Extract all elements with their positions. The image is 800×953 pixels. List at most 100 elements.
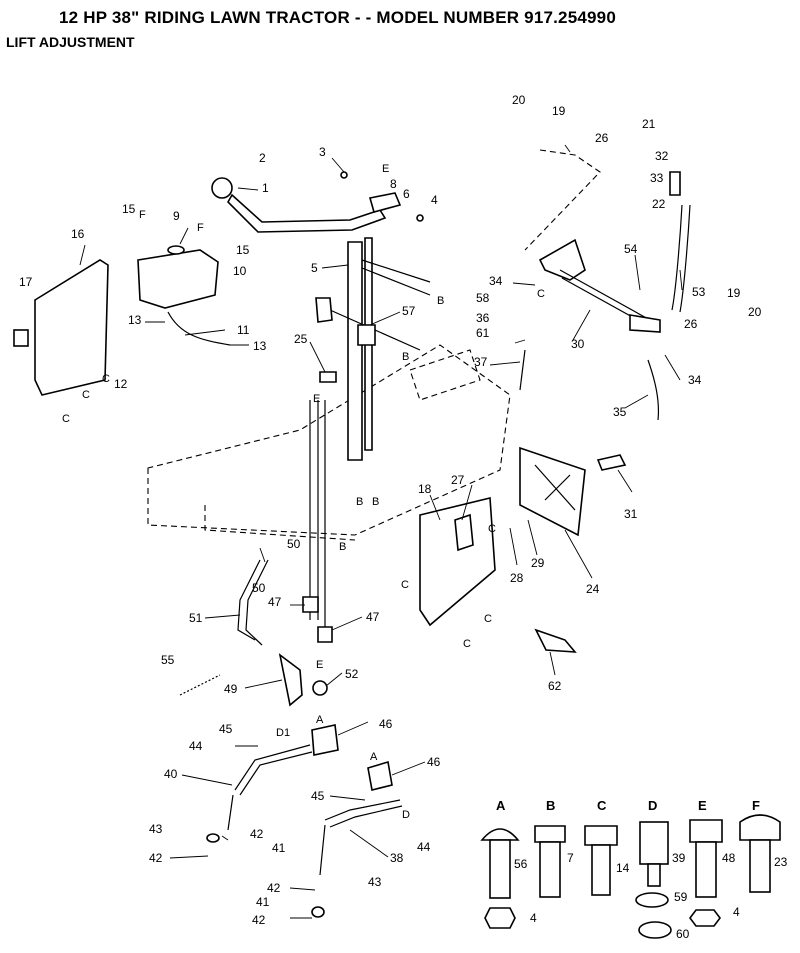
callout-44b: 44 — [417, 840, 431, 854]
ref-letter-b: B — [437, 295, 444, 307]
callout-13a: 13 — [128, 313, 142, 327]
callout-50a: 50 — [287, 537, 301, 551]
callout-51: 51 — [189, 611, 203, 625]
callout-5: 5 — [311, 261, 318, 275]
hardware-part-23: 23 — [774, 855, 788, 869]
callout-28: 28 — [510, 571, 524, 585]
callout-4: 4 — [431, 193, 438, 207]
callout-6: 6 — [403, 187, 410, 201]
callout-61: 61 — [476, 326, 490, 340]
ref-letter-f: F — [197, 222, 204, 234]
callout-33: 33 — [650, 171, 664, 185]
callout-26b: 26 — [684, 317, 698, 331]
lever-knob — [211, 177, 233, 199]
callout-54: 54 — [624, 242, 638, 256]
callout-18: 18 — [418, 482, 432, 496]
callout-41a: 41 — [272, 841, 286, 855]
callout-10: 10 — [233, 264, 247, 278]
callout-29: 29 — [531, 556, 545, 570]
callout-1: 1 — [262, 181, 269, 195]
side-panel — [13, 259, 109, 396]
hardware-part-14: 14 — [616, 861, 630, 875]
callout-35: 35 — [613, 405, 627, 419]
callout-22: 22 — [652, 197, 666, 211]
ref-letter-b: B — [356, 496, 363, 508]
ref-letter-c: C — [488, 523, 496, 535]
ref-letter-e: E — [382, 163, 389, 175]
ref-letter-e: E — [316, 659, 323, 671]
page-subtitle: LIFT ADJUSTMENT — [6, 34, 135, 50]
ref-letter-e: E — [313, 393, 320, 405]
reference-letters: E E E F F B B B B B C C C C C C C C A A … — [62, 163, 545, 821]
callout-24: 24 — [586, 582, 600, 596]
hardware-part-48: 48 — [722, 851, 736, 865]
callout-45b: 45 — [311, 789, 325, 803]
lift-arm-assembly — [519, 149, 691, 421]
callout-15a: 15 — [122, 202, 136, 216]
callout-52: 52 — [345, 667, 359, 681]
callout-43b: 43 — [368, 875, 382, 889]
callout-30: 30 — [571, 337, 585, 351]
leader-lines — [79, 144, 683, 919]
callout-31: 31 — [624, 507, 638, 521]
callout-41b: 41 — [256, 895, 270, 909]
hardware-header-b: B — [546, 798, 555, 813]
callout-58: 58 — [476, 291, 490, 305]
ref-letter-c: C — [463, 638, 471, 650]
ref-letter-c: C — [401, 579, 409, 591]
callout-16: 16 — [71, 227, 85, 241]
callout-12: 12 — [114, 377, 128, 391]
page-header: 12 HP 38" RIDING LAWN TRACTOR - - MODEL … — [0, 0, 800, 60]
callout-13b: 13 — [253, 339, 267, 353]
callout-32: 32 — [655, 149, 669, 163]
callout-46b: 46 — [427, 755, 441, 769]
ref-letter-c: C — [484, 613, 492, 625]
callout-50b: 50 — [252, 581, 266, 595]
hardware-header-d: D — [648, 798, 657, 813]
fuel-tank — [137, 245, 231, 346]
hardware-key-labels: A B C D E F 56 7 14 39 48 23 4 4 59 60 — [496, 798, 788, 941]
callout-57: 57 — [402, 304, 416, 318]
mounting-plate — [419, 446, 627, 653]
callout-47a: 47 — [268, 595, 282, 609]
hardware-header-f: F — [752, 798, 760, 813]
callout-26a: 26 — [595, 131, 609, 145]
callout-34b: 34 — [688, 373, 702, 387]
callout-20b: 20 — [748, 305, 762, 319]
hardware-header-a: A — [496, 798, 506, 813]
callout-8: 8 — [390, 177, 397, 191]
ref-letter-c: C — [537, 288, 545, 300]
ref-letter-a: A — [316, 714, 324, 726]
hardware-washer-59: 59 — [674, 890, 688, 904]
lift-arms-bottom — [206, 724, 403, 918]
callout-42b: 42 — [149, 851, 163, 865]
callout-36: 36 — [476, 311, 490, 325]
callout-46a: 46 — [379, 717, 393, 731]
lift-lever — [227, 193, 387, 233]
lift-lever-assembly — [211, 171, 424, 233]
callout-38: 38 — [390, 851, 404, 865]
hardware-header-c: C — [597, 798, 607, 813]
callout-20a: 20 — [512, 93, 526, 107]
ref-letter-c: C — [82, 389, 90, 401]
ref-letter-b: B — [402, 351, 409, 363]
callout-25: 25 — [294, 332, 308, 346]
callout-40: 40 — [164, 767, 178, 781]
ref-letter-a: A — [370, 751, 378, 763]
callout-11: 11 — [237, 323, 250, 337]
callout-15b: 15 — [236, 243, 250, 257]
callout-17: 17 — [19, 275, 33, 289]
hardware-part-39: 39 — [672, 851, 686, 865]
ref-letter-b: B — [372, 496, 379, 508]
ref-letter-d1: D1 — [276, 727, 290, 739]
callout-42c: 42 — [267, 881, 281, 895]
callout-43a: 43 — [149, 822, 163, 836]
callout-47b: 47 — [366, 610, 380, 624]
callout-55: 55 — [161, 653, 175, 667]
ref-letter-f: F — [139, 209, 146, 221]
callout-62: 62 — [548, 679, 562, 693]
chassis-frame — [147, 344, 511, 541]
callout-37: 37 — [474, 355, 488, 369]
lift-shaft-assembly — [302, 237, 431, 643]
